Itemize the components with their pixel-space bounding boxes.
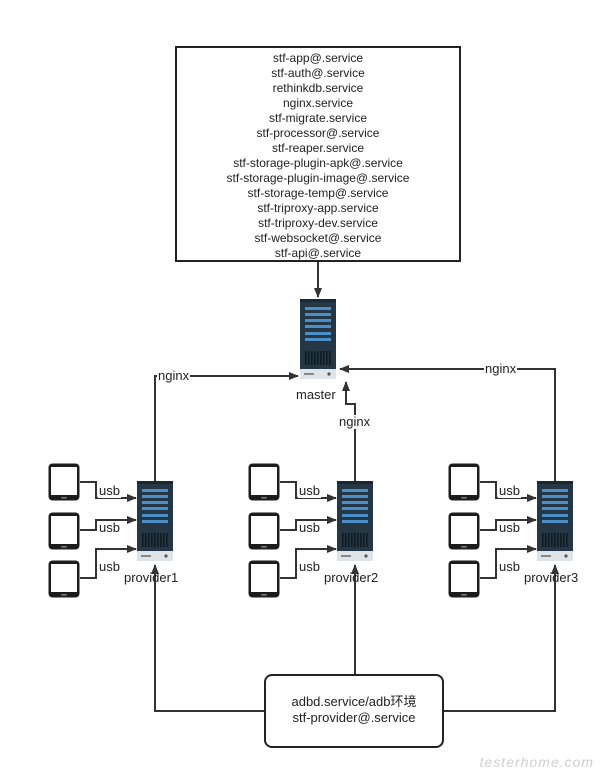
usb-line-p3-2 (480, 516, 537, 531)
usb-line-p2-2 (280, 516, 337, 531)
provider-services-box: adbd.service/adb环境 stf-provider@.service (264, 674, 444, 748)
bottom-to-provider3-arrow (444, 564, 559, 712)
usb-label: usb (498, 520, 521, 535)
usb-label: usb (498, 483, 521, 498)
provider3-label: provider3 (524, 570, 579, 585)
service-line: stf-app@.service (272, 51, 364, 65)
provider1-server-icon (137, 481, 173, 561)
phone-icon (248, 463, 280, 501)
phone-icon (248, 560, 280, 598)
phone-icon (448, 560, 480, 598)
usb-line-p2-3 (280, 545, 337, 579)
provider2-label: provider2 (324, 570, 379, 585)
service-line: stf-websocket@.service (254, 231, 382, 245)
provider3-nginx-arrow (339, 365, 556, 482)
provider1-label: provider1 (124, 570, 179, 585)
bottom-to-provider1-arrow (151, 564, 264, 712)
usb-line-p1-2 (80, 516, 137, 531)
services-box: stf-app@.service stf-auth@.service rethi… (175, 46, 461, 262)
usb-label: usb (498, 559, 521, 574)
service-line: stf-storage-temp@.service (247, 186, 389, 200)
phone-icon (448, 512, 480, 550)
phone-icon (48, 463, 80, 501)
adbd-service-text: adbd.service/adb环境 (291, 694, 417, 709)
master-server-icon (300, 299, 336, 379)
usb-label: usb (298, 559, 321, 574)
phone-icon (48, 560, 80, 598)
provider2-nginx-arrow (342, 381, 356, 482)
nginx-label: nginx (157, 368, 191, 383)
provider2-server-icon (337, 481, 373, 561)
phone-icon (48, 512, 80, 550)
usb-label: usb (298, 520, 321, 535)
nginx-label: nginx (484, 361, 518, 376)
stf-provider-service-text: stf-provider@.service (292, 710, 416, 725)
watermark: testerhome.com (479, 754, 594, 770)
service-line: stf-triproxy-dev.service (258, 216, 378, 230)
usb-label: usb (98, 520, 121, 535)
master-label: master (296, 387, 336, 402)
usb-line-p1-3 (80, 545, 137, 579)
service-line: stf-migrate.service (268, 111, 368, 125)
service-line: stf-storage-plugin-image@.service (226, 171, 410, 185)
nginx-label: nginx (338, 414, 372, 429)
service-line: nginx.service (282, 96, 354, 110)
service-line: stf-storage-plugin-apk@.service (233, 156, 403, 170)
phone-icon (448, 463, 480, 501)
phone-icon (248, 512, 280, 550)
service-line: stf-auth@.service (271, 66, 365, 80)
usb-line-p1-1 (80, 481, 137, 502)
service-line: stf-processor@.service (256, 126, 380, 140)
service-line: stf-triproxy-app.service (257, 201, 379, 215)
service-line: rethinkdb.service (272, 81, 364, 95)
service-line: stf-reaper.service (271, 141, 365, 155)
provider3-server-icon (537, 481, 573, 561)
usb-line-p3-1 (480, 481, 537, 502)
usb-line-p3-3 (480, 545, 537, 579)
service-line: stf-api@.service (274, 246, 362, 260)
usb-label: usb (98, 559, 121, 574)
provider1-nginx-arrow (154, 372, 299, 482)
usb-label: usb (98, 483, 121, 498)
usb-label: usb (298, 483, 321, 498)
usb-line-p2-1 (280, 481, 337, 502)
